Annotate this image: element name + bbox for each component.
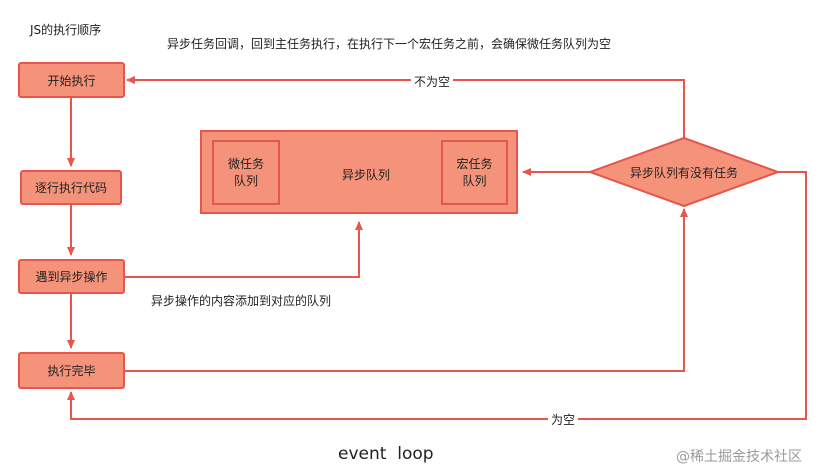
step-async-met: 遇到异步操作	[18, 259, 125, 294]
edge-label-not-empty: 不为空	[411, 73, 454, 90]
macro-task-queue: 宏任务 队列	[441, 140, 508, 205]
edge-label-add-to-queue: 异步操作的内容添加到对应的队列	[151, 294, 332, 308]
edge-label-empty: 为空	[548, 411, 579, 428]
watermark: @稀土掘金技术社区	[676, 449, 802, 465]
arrow-not-empty-to-start	[126, 76, 685, 138]
arrow-empty-to-finished	[67, 171, 807, 420]
diagram-note: 异步任务回调，回到主任务执行，在执行下一个宏任务之前，会确保微任务队列为空	[167, 37, 612, 51]
async-queue: 微任务 队列 异步队列 宏任务 队列	[200, 130, 518, 214]
diagram-caption: event loop	[338, 444, 434, 464]
step-start: 开始执行	[18, 62, 125, 98]
micro-task-queue: 微任务 队列	[212, 140, 280, 205]
step-line-by-line: 逐行执行代码	[20, 170, 122, 205]
decision-diamond	[587, 136, 781, 208]
arrow-finished-to-decision	[125, 208, 688, 372]
diagram-heading: JS的执行顺序	[30, 23, 102, 37]
step-finished: 执行完毕	[18, 352, 125, 389]
async-queue-label: 异步队列	[342, 168, 391, 182]
arrow-async-to-queue	[125, 221, 363, 278]
decision-label: 异步队列有没有任务	[629, 165, 738, 180]
